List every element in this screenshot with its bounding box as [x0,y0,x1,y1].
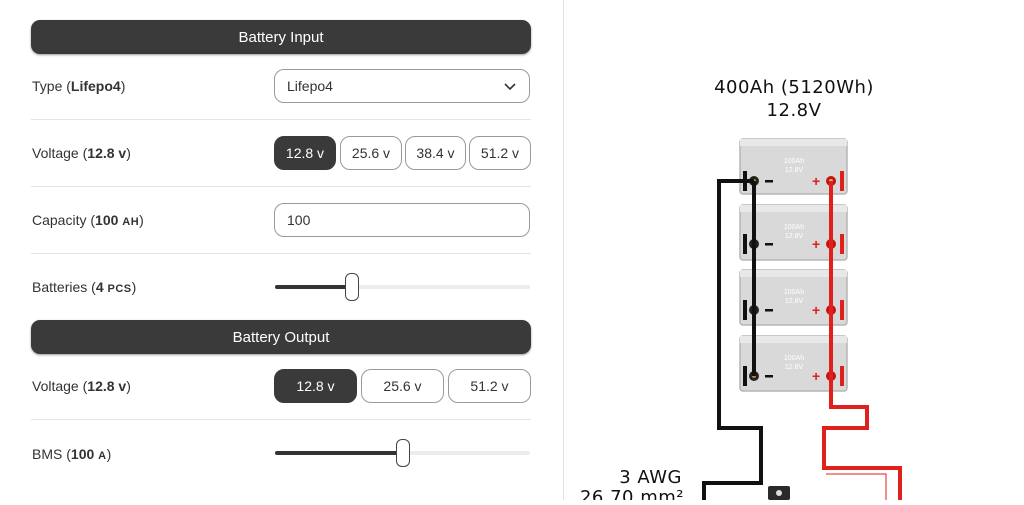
battery-type-select[interactable]: Lifepo4 [274,69,530,103]
chevron-down-icon [504,83,516,91]
battery-input-title: Battery Input [238,28,324,46]
battery-voltage: 12.8V [785,364,804,371]
input-voltage-label: Voltage (12.8 v) [32,145,131,161]
battery-rating: 100Ah [784,158,804,165]
battery-input-header: Battery Input [31,20,531,54]
svg-text:+: + [812,173,820,189]
wire-area-text: 26.70 mm² [580,487,684,500]
wire-gauge-text: 3 AWG [619,467,682,488]
input-voltage-option[interactable]: 12.8 v [274,136,336,170]
capacity-label: Capacity (100 AH) [32,212,144,228]
battery-voltage: 12.8V [785,233,804,240]
battery-rating: 100Ah [784,355,804,362]
divider [31,186,531,187]
output-voltage-option[interactable]: 51.2 v [448,369,531,403]
bms-label: BMS (100 A) [32,446,112,462]
capacity-input[interactable]: 100 [274,203,530,237]
divider [31,419,531,420]
batteries-value: 4 [95,279,104,295]
type-value: Lifepo4 [70,78,121,94]
bank-capacity-text: 400Ah (5120Wh) [714,77,874,98]
output-voltage-label: Voltage (12.8 v) [32,378,131,394]
battery-rating: 100Ah [784,224,804,231]
battery-voltage: 12.8V [785,167,804,174]
positive-wire [822,181,902,500]
output-voltage-value: 12.8 [87,378,115,394]
batteries-slider-thumb[interactable] [345,273,359,301]
bms-value: 100 [70,446,95,462]
divider [31,253,531,254]
svg-text:+: + [812,236,820,252]
bank-voltage-text: 12.8V [767,100,822,121]
batteries-slider[interactable] [275,273,530,301]
negative-wire [702,179,763,500]
input-voltage-value: 12.8 [87,145,115,161]
battery-voltage: 12.8V [785,298,804,305]
batteries-label: Batteries (4 PCS) [32,279,137,295]
wiring-diagram-panel: 400Ah (5120Wh) 12.8V 100Ah 12.8V + 100Ah… [564,0,1024,505]
output-voltage-option[interactable]: 25.6 v [361,369,444,403]
capacity-value: 100 [95,212,119,228]
panel-divider [563,0,564,500]
capacity-input-value: 100 [287,212,311,228]
input-voltage-option[interactable]: 25.6 v [340,136,402,170]
output-voltage-option[interactable]: 12.8 v [274,369,357,403]
battery-output-title: Battery Output [232,328,330,346]
bms-slider-thumb[interactable] [396,439,410,467]
divider [31,119,531,120]
input-voltage-option[interactable]: 51.2 v [469,136,531,170]
bms-slider[interactable] [275,439,530,467]
input-voltage-option[interactable]: 38.4 v [405,136,466,170]
wiring-diagram: 400Ah (5120Wh) 12.8V 100Ah 12.8V + 100Ah… [580,77,902,505]
positive-wire-thin [826,473,887,500]
batteries-slider-fill [275,285,352,289]
type-label: Type (Lifepo4) [32,78,126,94]
battery-type-selected: Lifepo4 [287,78,333,94]
battery-output-header: Battery Output [31,320,531,354]
svg-text:+: + [812,368,820,384]
bms-slider-fill [275,451,403,455]
svg-text:+: + [812,302,820,318]
battery-rating: 100Ah [784,289,804,296]
settings-panel: Battery Input Type (Lifepo4) Lifepo4 Vol… [31,20,531,467]
